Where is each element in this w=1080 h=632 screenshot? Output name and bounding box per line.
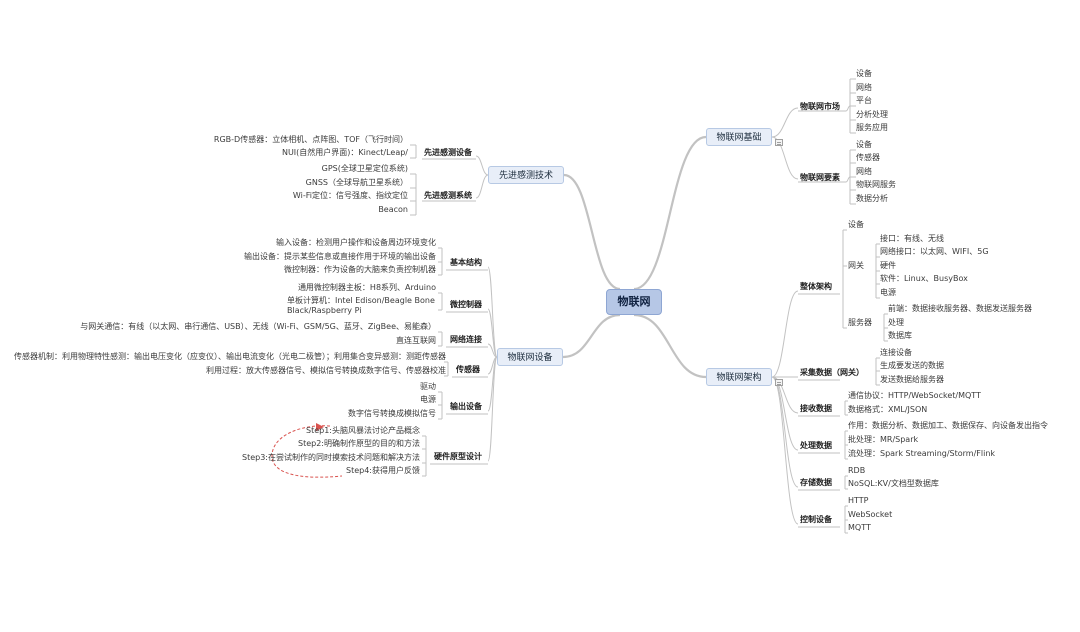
connector-line: [771, 290, 799, 378]
subnode-market[interactable]: 物联网市场: [800, 101, 840, 111]
server-node[interactable]: 服务器: [848, 318, 872, 327]
leaf: 分析处理: [856, 110, 888, 119]
leaf: Step2:明确制作原型的目的和方法: [298, 439, 420, 448]
connector-line: [633, 313, 707, 379]
leaf: 网络接口：以太网、WIFI、5G: [880, 247, 989, 256]
connector-line: [771, 136, 799, 180]
leaf: 直连互联网: [396, 336, 436, 345]
leaf: 物联网服务: [856, 180, 896, 189]
leaf: 利用过程：放大传感器信号、模拟信号转换成数字信号、传感器校准: [206, 366, 446, 375]
leaf: 驱动: [420, 382, 436, 391]
note-icon: [775, 379, 783, 386]
leaf: 数字信号转换成模拟信号: [348, 409, 436, 418]
connector-line: [633, 135, 707, 291]
leaf: 输入设备：检测用户操作和设备周边环境变化: [276, 238, 436, 247]
subnode-sensor[interactable]: 传感器: [456, 364, 480, 374]
leaf: 电源: [420, 395, 436, 404]
branch-architecture[interactable]: 物联网架构: [706, 368, 772, 386]
leaf: 流处理：Spark Streaming/Storm/Flink: [848, 449, 996, 458]
leaf: 平台: [856, 96, 872, 105]
connector-line: [487, 308, 498, 358]
connector-line: [563, 173, 621, 291]
subnode-elements[interactable]: 物联网要素: [800, 172, 840, 182]
leaf: 作用：数据分析、数据加工、数据保存、向设备发出指令: [848, 421, 1048, 430]
leaf: 传感器机制：利用物理特性感测：输出电压变化（应变仪）、输出电流变化（光电二极管）…: [14, 352, 446, 361]
leaf: RGB-D传感器：立体相机、点阵图、TOF（飞行时间）: [213, 135, 408, 144]
leaf: Step1:头脑风暴法讨论产品概念: [306, 426, 420, 435]
leaf: Step3:在尝试制作的同时摸索技术问题和解决方法: [242, 453, 420, 462]
subnode-store[interactable]: 存储数据: [800, 477, 832, 487]
leaf: HTTP: [848, 496, 869, 505]
leaf: 批处理：MR/Spark: [848, 435, 919, 444]
leaf: RDB: [848, 466, 866, 475]
subnode-receive[interactable]: 接收数据: [800, 403, 832, 413]
connector-line: [475, 174, 489, 199]
subnode-collect[interactable]: 采集数据（网关）: [800, 367, 864, 377]
connector-line: [771, 107, 799, 138]
leaf: 设备: [856, 140, 872, 149]
leaf: 连接设备: [880, 348, 912, 357]
leaf: 服务应用: [856, 123, 888, 132]
leaf: 数据分析: [856, 194, 888, 203]
loop-arrow: [271, 425, 343, 478]
leaf: 网络: [856, 83, 872, 92]
leaf: 单板计算机：Intel Edison/Beagle Bone Black/Ras…: [287, 296, 435, 315]
leaf: Wi-Fi定位：信号强度、指纹定位: [292, 191, 408, 200]
subnode-output[interactable]: 输出设备: [450, 401, 482, 411]
subnode-network[interactable]: 网络连接: [450, 334, 482, 344]
connector-line: [562, 313, 621, 359]
leaf: 传感器: [856, 153, 880, 162]
leaf: 处理: [888, 318, 904, 327]
leaf: 软件：Linux、BusyBox: [880, 274, 968, 283]
subnode-process[interactable]: 处理数据: [800, 440, 832, 450]
connector-line: [487, 356, 498, 462]
leaf: 电源: [880, 288, 896, 297]
subnode-adv-systems[interactable]: 先进感测系统: [424, 190, 472, 200]
leaf: 与网关通信：有线（以太网、串行通信、USB）、无线（Wi-Fi、GSM/5G、蓝…: [80, 322, 436, 331]
subnode-overall[interactable]: 整体架构: [800, 281, 832, 291]
leaf: 硬件: [880, 261, 896, 270]
leaf: 微控制器：作为设备的大脑来负责控制机器: [284, 265, 436, 274]
leaf: NUI(自然用户界面)：Kinect/Leap/: [281, 148, 408, 157]
leaf: 数据库: [888, 331, 912, 340]
subnode-basic[interactable]: 基本结构: [450, 257, 482, 267]
note-icon: [775, 139, 783, 146]
leaf: 输出设备：提示某些信息或直接作用于环境的输出设备: [244, 252, 436, 261]
subnode-mcu[interactable]: 微控制器: [450, 299, 482, 309]
subnode-prototype[interactable]: 硬件原型设计: [434, 451, 482, 461]
connector-line: [475, 155, 489, 176]
leaf: GNSS（全球导航卫星系统）: [305, 178, 408, 187]
leaf: 通信协议：HTTP/WebSocket/MQTT: [848, 391, 981, 400]
leaf: GPS(全球卫星定位系统): [321, 164, 408, 173]
leaf: 网络: [856, 167, 872, 176]
leaf: 设备: [848, 220, 864, 229]
leaf: 前端：数据接收服务器、数据发送服务器: [888, 304, 1032, 313]
subnode-control[interactable]: 控制设备: [800, 514, 832, 524]
leaf: WebSocket: [848, 510, 893, 519]
branch-iotdevice[interactable]: 物联网设备: [497, 348, 563, 366]
leaf: Step4:获得用户反馈: [346, 466, 420, 475]
branch-foundation[interactable]: 物联网基础: [706, 128, 772, 146]
leaf: 生成要发送的数据: [880, 361, 944, 370]
connector-line: [845, 105, 851, 112]
leaf: 设备: [856, 69, 872, 78]
leaf: 接口：有线、无线: [880, 234, 944, 243]
leaf: 发送数据给服务器: [880, 375, 944, 384]
subnode-adv-devices[interactable]: 先进感测设备: [424, 147, 472, 157]
branch-advanced[interactable]: 先进感测技术: [488, 166, 564, 184]
leaf: NoSQL:KV/文档型数据库: [848, 479, 939, 488]
leaf: 数据格式：XML/JSON: [848, 405, 928, 414]
root-node[interactable]: 物联网: [606, 289, 662, 315]
connector-line: [487, 343, 498, 358]
gateway-node[interactable]: 网关: [848, 261, 864, 270]
connector-line: [845, 176, 851, 183]
leaf: Beacon: [378, 205, 408, 214]
leaf: 通用微控制器主板：H8系列、Arduino: [297, 283, 436, 292]
leaf: MQTT: [848, 523, 871, 532]
arrowhead: [316, 423, 324, 431]
